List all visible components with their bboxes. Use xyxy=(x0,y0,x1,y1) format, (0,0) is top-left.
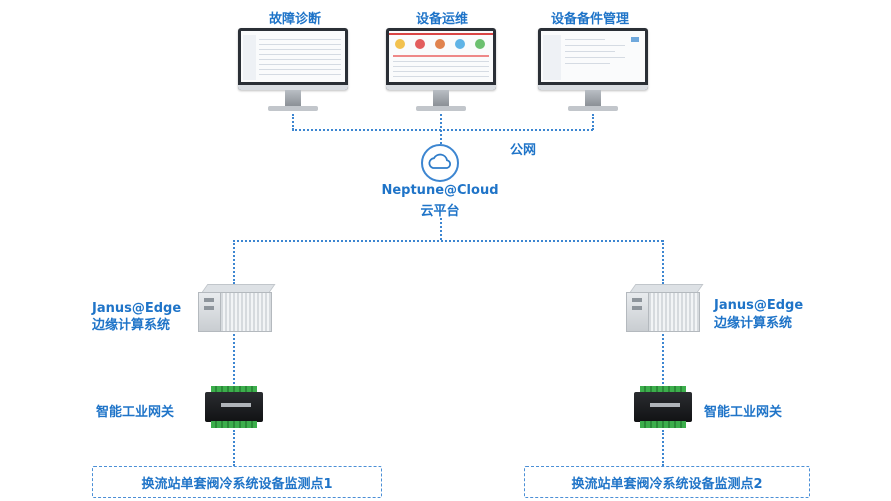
edge-server-right xyxy=(626,284,704,332)
monitor-point-box-1: 换流站单套阀冷系统设备监测点1 xyxy=(92,466,382,498)
edge-right-name: Janus@Edge xyxy=(714,298,804,313)
gateway-right xyxy=(634,386,692,428)
edge-server-left xyxy=(198,284,276,332)
public-network-line xyxy=(292,129,593,131)
monitor-fault-diagnosis xyxy=(238,28,348,116)
gateway-right-label: 智能工业网关 xyxy=(704,405,783,420)
cloud-icon xyxy=(421,144,459,182)
monitor-point-2-label: 换流站单套阀冷系统设备监测点2 xyxy=(571,476,763,492)
monitor-point-1-label: 换流站单套阀冷系统设备监测点1 xyxy=(141,476,333,492)
connector-server-gw-left xyxy=(233,334,235,384)
connector-edge-right xyxy=(662,240,664,284)
app-title-spare-parts: 设备备件管理 xyxy=(550,12,629,27)
cloud-subtitle: 云平台 xyxy=(420,204,460,219)
monitor-spare-parts xyxy=(538,28,648,116)
monitor-point-box-2: 换流站单套阀冷系统设备监测点2 xyxy=(524,466,810,498)
public-network-label: 公网 xyxy=(510,143,537,158)
distribution-line xyxy=(233,240,663,242)
monitor-device-ops xyxy=(386,28,496,116)
app-title-fault-diagnosis: 故障诊断 xyxy=(268,12,321,27)
cloud-name: Neptune@Cloud xyxy=(381,183,499,198)
connector-edge-left xyxy=(233,240,235,284)
edge-right-subtitle: 边缘计算系统 xyxy=(714,316,793,331)
edge-left-name: Janus@Edge xyxy=(92,301,182,316)
gateway-left-label: 智能工业网关 xyxy=(96,405,175,420)
connector-monitor3 xyxy=(592,114,594,130)
app-title-device-ops: 设备运维 xyxy=(415,12,468,27)
cloud-down-connector xyxy=(440,218,442,240)
connector-gw-point-left xyxy=(233,430,235,466)
connector-gw-point-right xyxy=(662,430,664,466)
connector-monitor1 xyxy=(292,114,294,130)
gateway-left xyxy=(205,386,263,428)
edge-left-subtitle: 边缘计算系统 xyxy=(92,318,171,333)
connector-server-gw-right xyxy=(662,334,664,384)
